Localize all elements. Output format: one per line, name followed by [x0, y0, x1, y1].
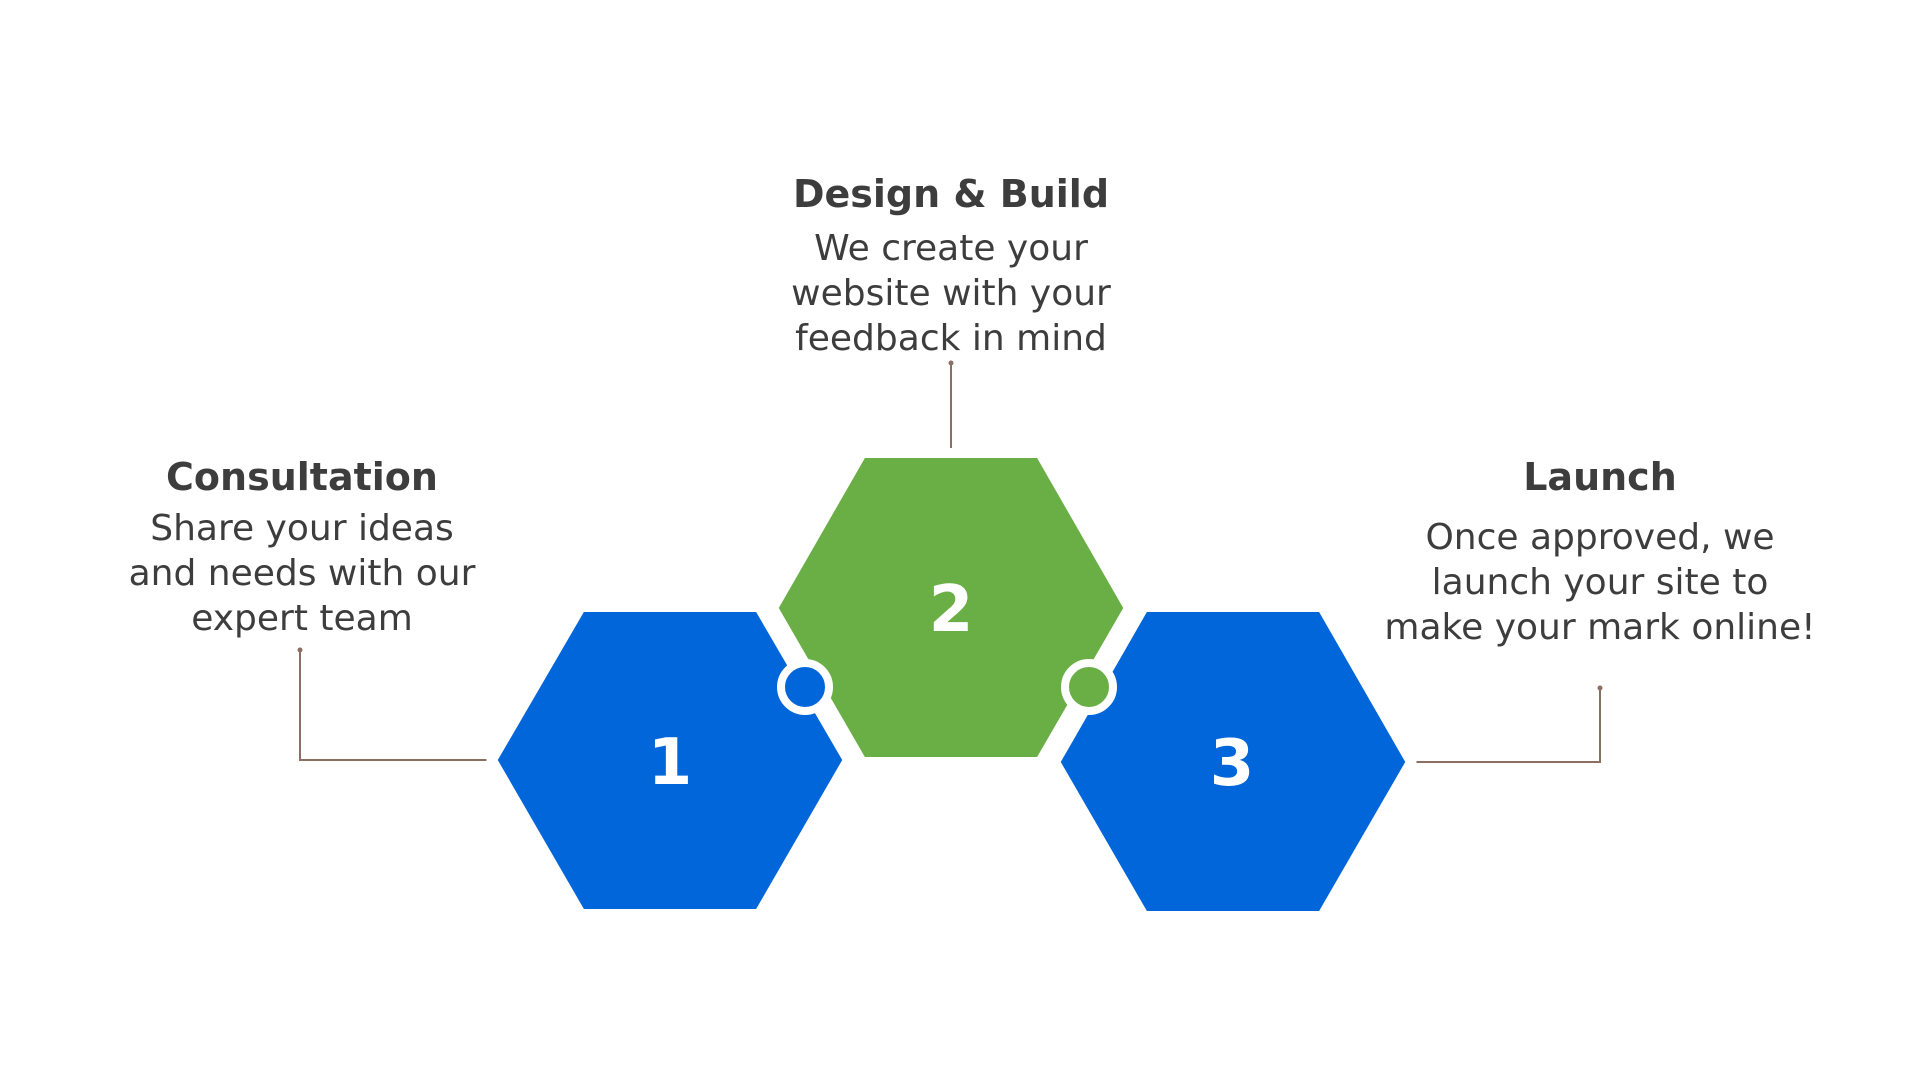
step-title: Consultation	[166, 455, 438, 499]
step-title: Design & Build	[793, 172, 1109, 216]
hexagon-shape	[1049, 602, 1417, 921]
step-description-line: make your mark online!	[1384, 607, 1815, 648]
connector-step-3	[1411, 685, 1603, 763]
step-3-hexagon: 3	[1049, 602, 1417, 921]
step-description-line: Share your ideas	[150, 508, 454, 549]
step-2-hexagon: 2	[767, 448, 1135, 767]
step-3-label: Launch Once approved, we launch your sit…	[1384, 455, 1815, 648]
step-number: 1	[648, 726, 693, 800]
joint-circle-left	[777, 659, 833, 715]
step-title: Launch	[1523, 455, 1677, 499]
step-1-label: Consultation Share your ideas and needs …	[129, 455, 476, 639]
joint-circle-right	[1061, 659, 1117, 715]
step-description-line: expert team	[191, 598, 413, 639]
step-description-line: and needs with our	[129, 553, 476, 594]
hexagon-shape	[767, 448, 1135, 767]
step-1-hexagon: 1	[486, 602, 854, 919]
step-2-label: Design & Build We create your website wi…	[791, 172, 1111, 359]
step-description-line: We create your	[814, 228, 1088, 269]
step-number: 2	[929, 573, 974, 647]
connector-step-2	[948, 360, 954, 455]
step-description-line: feedback in mind	[795, 318, 1107, 359]
step-description-line: Once approved, we	[1425, 517, 1774, 558]
step-description-line: launch your site to	[1432, 562, 1769, 603]
step-number: 3	[1210, 727, 1255, 801]
hexagon-shape	[486, 602, 854, 919]
connector-step-1	[297, 647, 492, 761]
step-description-line: website with your	[791, 273, 1111, 314]
